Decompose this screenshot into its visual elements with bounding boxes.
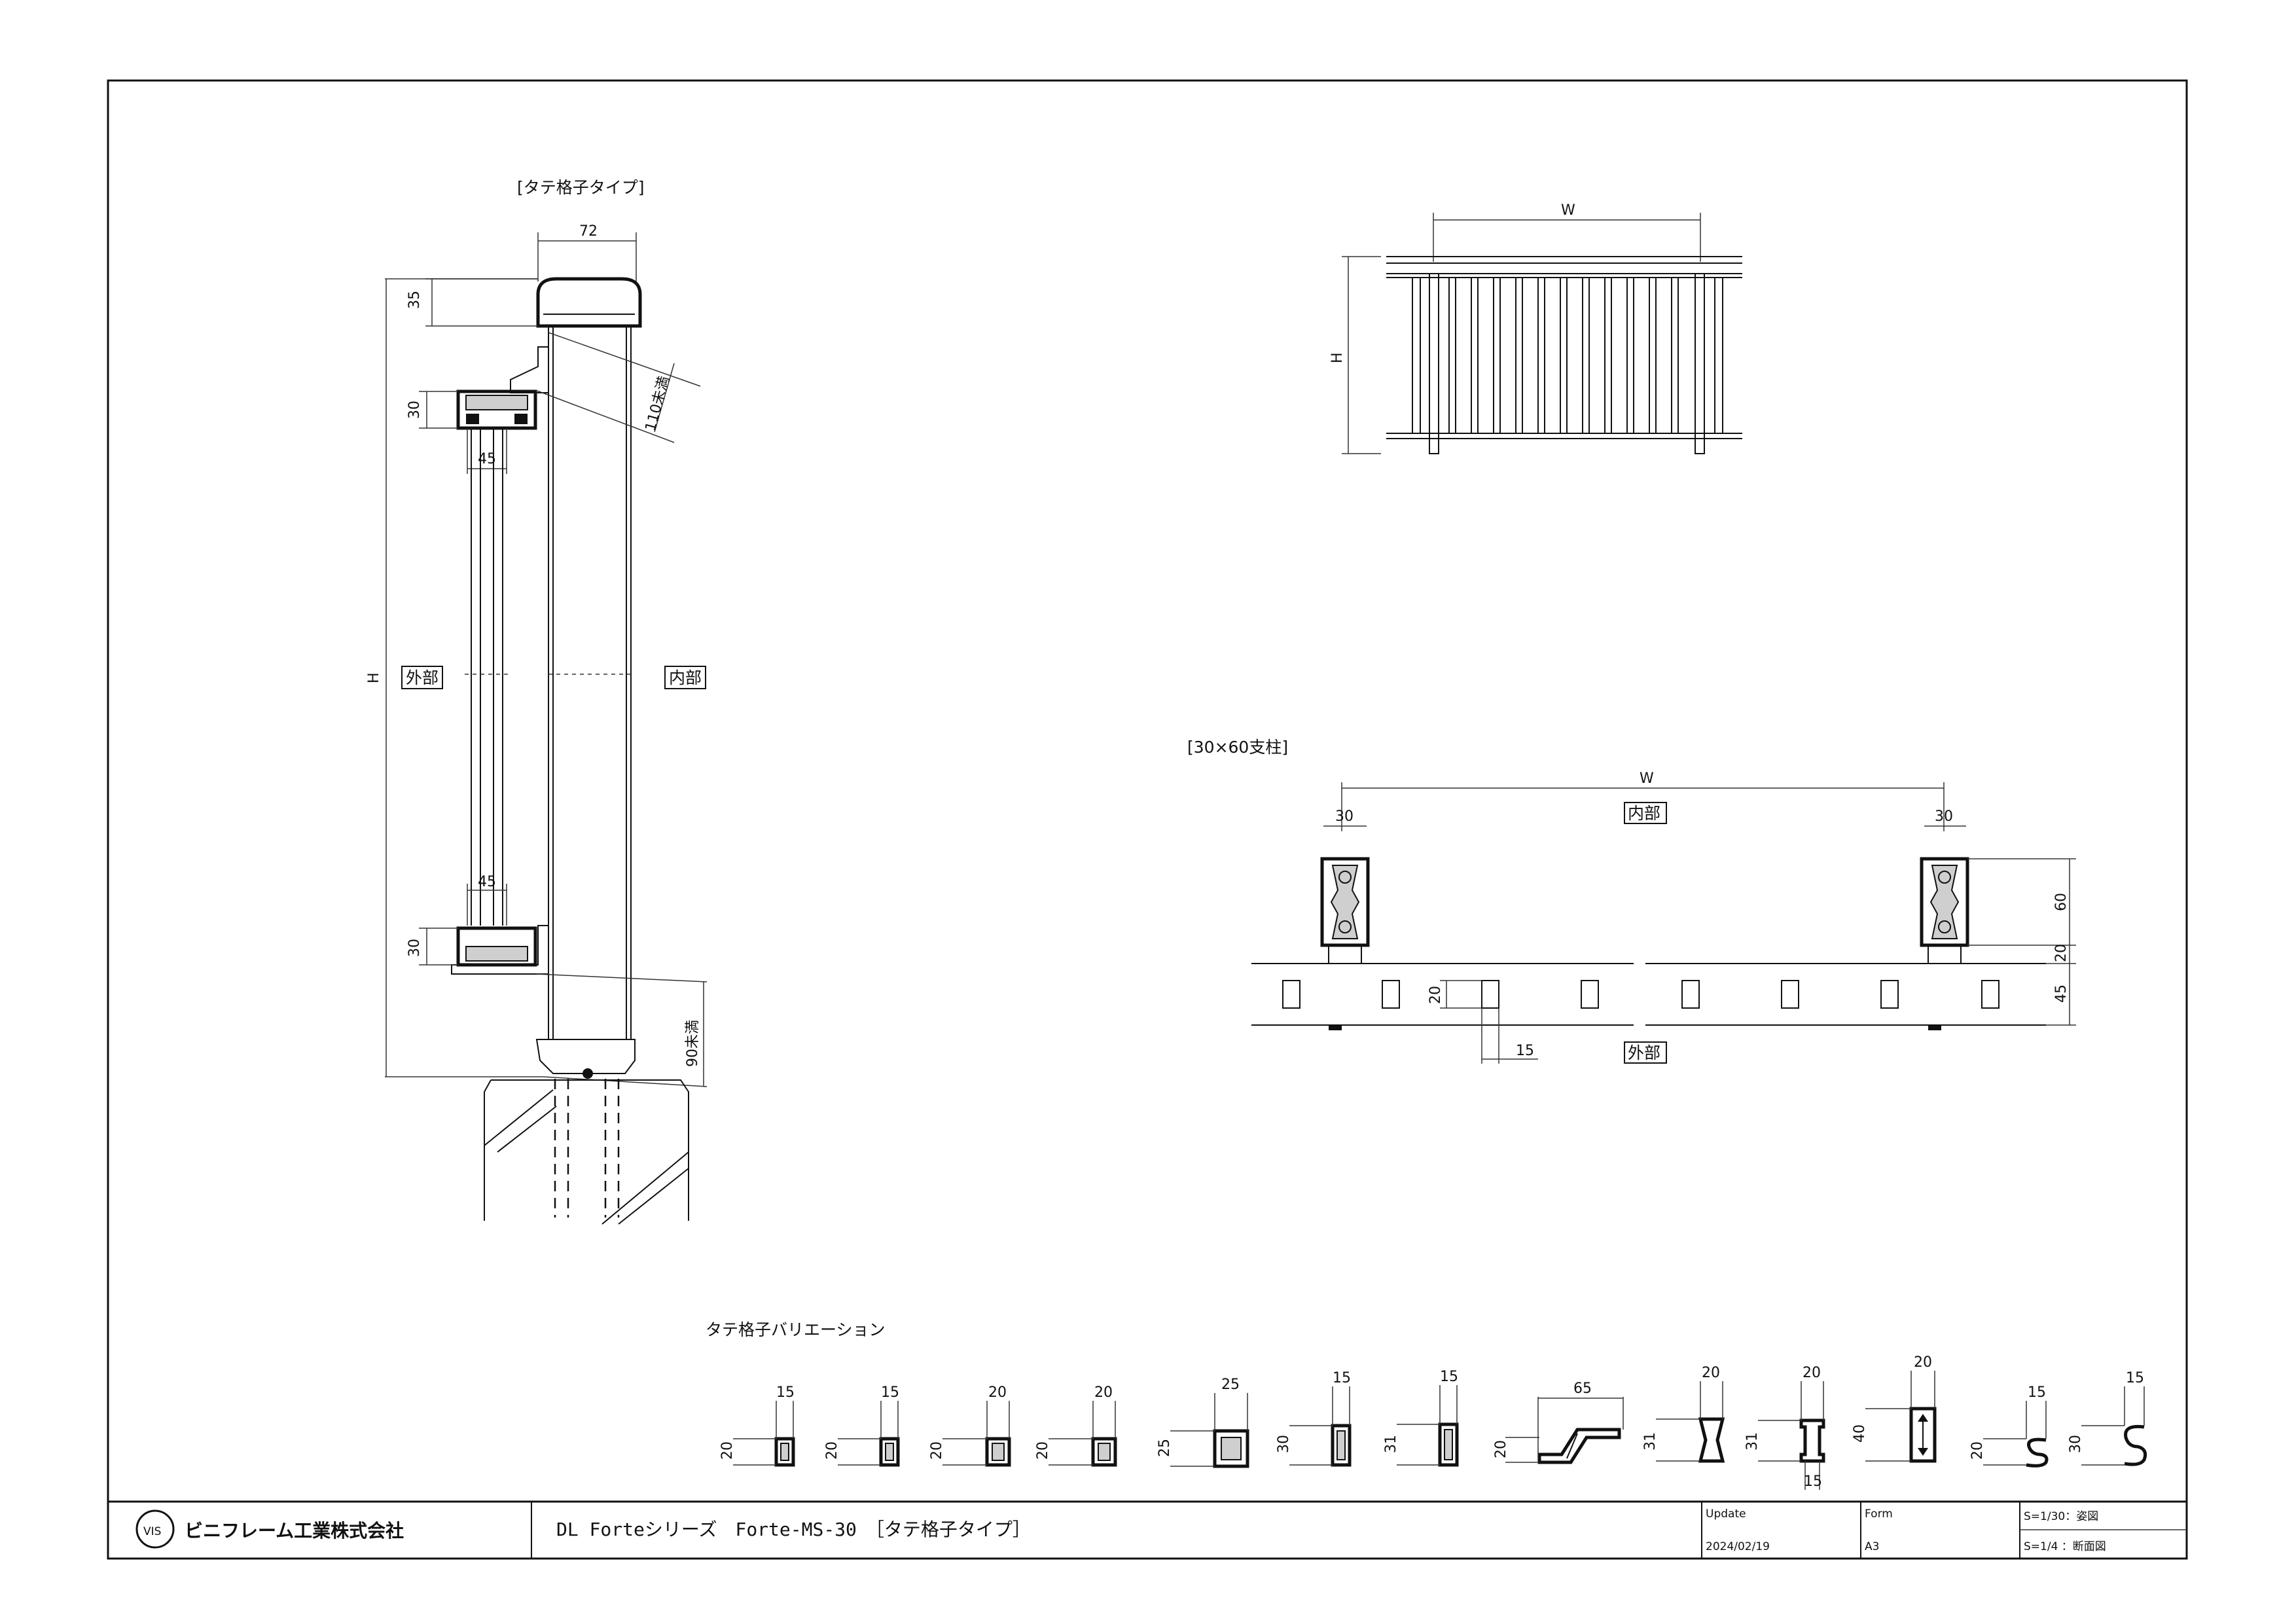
- variation-11: 20 40: [1852, 1354, 1937, 1463]
- variation-9: 20 31: [1642, 1365, 1725, 1463]
- upper-rail: [456, 389, 537, 430]
- update-label: Update: [1706, 1507, 1746, 1521]
- svg-text:65: 65: [1573, 1380, 1592, 1397]
- plan-gap: 20: [2053, 944, 2070, 962]
- plan-post-depth: 60: [2053, 893, 2070, 911]
- svg-text:20: 20: [1493, 1440, 1509, 1458]
- outside-label: 外部: [406, 668, 439, 687]
- svg-text:25: 25: [1157, 1439, 1173, 1457]
- svg-text:20: 20: [824, 1441, 840, 1460]
- elevation-height: H: [1329, 352, 1346, 363]
- svg-text:31: 31: [1642, 1432, 1659, 1451]
- plan-post-right-shape: [1920, 857, 1969, 964]
- plan-post-left: 30: [1335, 808, 1354, 825]
- dim-upper-rail-height: 30: [406, 401, 423, 419]
- bar-variations: タテ格子バリエーション 15 20 15 20 20 20: [706, 1320, 2147, 1490]
- variation-13: 15 30: [2068, 1370, 2147, 1466]
- svg-text:40: 40: [1852, 1424, 1868, 1443]
- sheet-border: [107, 79, 2188, 1560]
- update-value: 2024/02/19: [1706, 1540, 1770, 1553]
- svg-text:15: 15: [1804, 1473, 1822, 1490]
- svg-text:31: 31: [1383, 1435, 1399, 1453]
- variation-4: 20 20: [1035, 1384, 1117, 1467]
- plan-outside-label: 外部: [1628, 1043, 1660, 1062]
- svg-text:15: 15: [1333, 1370, 1351, 1386]
- plan-rail-depth: 45: [2053, 984, 2070, 1003]
- form-value: A3: [1865, 1540, 1879, 1553]
- plan-view: [30×60支柱] W 30 30 内部: [1187, 738, 2076, 1064]
- scale-2: S=1/4 ：断面図: [2024, 1540, 2106, 1553]
- svg-text:15: 15: [1440, 1369, 1458, 1385]
- variation-1: 15 20: [719, 1384, 795, 1467]
- side-view-title: [タテ格子タイプ]: [517, 178, 645, 197]
- concrete-base: [484, 1079, 689, 1221]
- title-block: VIS ビニフレーム工業株式会社 DL Forteシリーズ Forte-MS-3…: [108, 1500, 2187, 1559]
- svg-text:15: 15: [776, 1384, 795, 1401]
- elevation-view: W H: [1329, 202, 1742, 454]
- plan-post-right: 30: [1935, 808, 1953, 825]
- plan-view-title: [30×60支柱]: [1187, 738, 1288, 757]
- logo-text: VIS: [143, 1525, 161, 1538]
- scale-1: S=1/30：姿図: [2024, 1510, 2098, 1523]
- variation-7: 15 31: [1383, 1369, 1459, 1467]
- svg-text:20: 20: [1094, 1384, 1113, 1401]
- dim-cap-height: 35: [406, 291, 423, 309]
- plan-width: W: [1640, 770, 1654, 787]
- svg-text:30: 30: [2068, 1435, 2084, 1453]
- dim-lower-rail-height: 30: [406, 939, 423, 957]
- svg-text:20: 20: [1914, 1354, 1932, 1371]
- handrail-cap: [536, 277, 642, 328]
- svg-text:20: 20: [1969, 1441, 1986, 1460]
- inside-label: 内部: [669, 668, 702, 687]
- side-section-view: [タテ格子タイプ] 72 35 30 45: [366, 178, 708, 1225]
- svg-text:31: 31: [1744, 1432, 1761, 1451]
- variation-8: 65 20: [1493, 1380, 1624, 1464]
- form-label: Form: [1865, 1507, 1893, 1521]
- variation-3: 20 20: [929, 1384, 1011, 1467]
- dim-top-width: 72: [579, 223, 598, 240]
- plan-inside-label: 内部: [1628, 804, 1660, 823]
- svg-text:15: 15: [2126, 1370, 2144, 1386]
- dim-height: H: [366, 672, 382, 683]
- company-name: ビニフレーム工業株式会社: [185, 1520, 404, 1542]
- svg-text:20: 20: [719, 1441, 736, 1460]
- main-post: [548, 325, 632, 1040]
- variation-12: 15 20: [1969, 1384, 2049, 1468]
- variation-10: 20 31 15: [1744, 1365, 1825, 1490]
- dim-lower-bar-width: 45: [478, 874, 496, 890]
- svg-text:25: 25: [1221, 1377, 1240, 1393]
- svg-text:30: 30: [1276, 1435, 1292, 1453]
- svg-text:20: 20: [1803, 1365, 1821, 1381]
- plan-post-left-shape: [1320, 857, 1370, 964]
- variation-6: 15 30: [1276, 1370, 1352, 1467]
- svg-text:20: 20: [1035, 1441, 1051, 1460]
- svg-text:20: 20: [1702, 1365, 1720, 1381]
- svg-text:15: 15: [881, 1384, 899, 1401]
- drawing-title: DL Forteシリーズ Forte-MS-30 ［タテ格子タイプ］: [556, 1519, 1031, 1540]
- plan-spacing: 15: [1516, 1043, 1534, 1059]
- plan-bar-depth: 20: [1427, 986, 1444, 1004]
- company-logo-icon: [135, 1509, 175, 1549]
- variations-title: タテ格子バリエーション: [706, 1320, 886, 1339]
- variation-5: 25 25: [1157, 1377, 1249, 1468]
- gap-top-label: 110未満: [643, 374, 673, 433]
- variation-2: 15 20: [824, 1384, 900, 1467]
- svg-text:20: 20: [929, 1441, 945, 1460]
- svg-text:20: 20: [988, 1384, 1007, 1401]
- svg-text:15: 15: [2028, 1384, 2046, 1401]
- elevation-width: W: [1561, 202, 1575, 219]
- gap-bottom-label: 90未満: [685, 1020, 701, 1067]
